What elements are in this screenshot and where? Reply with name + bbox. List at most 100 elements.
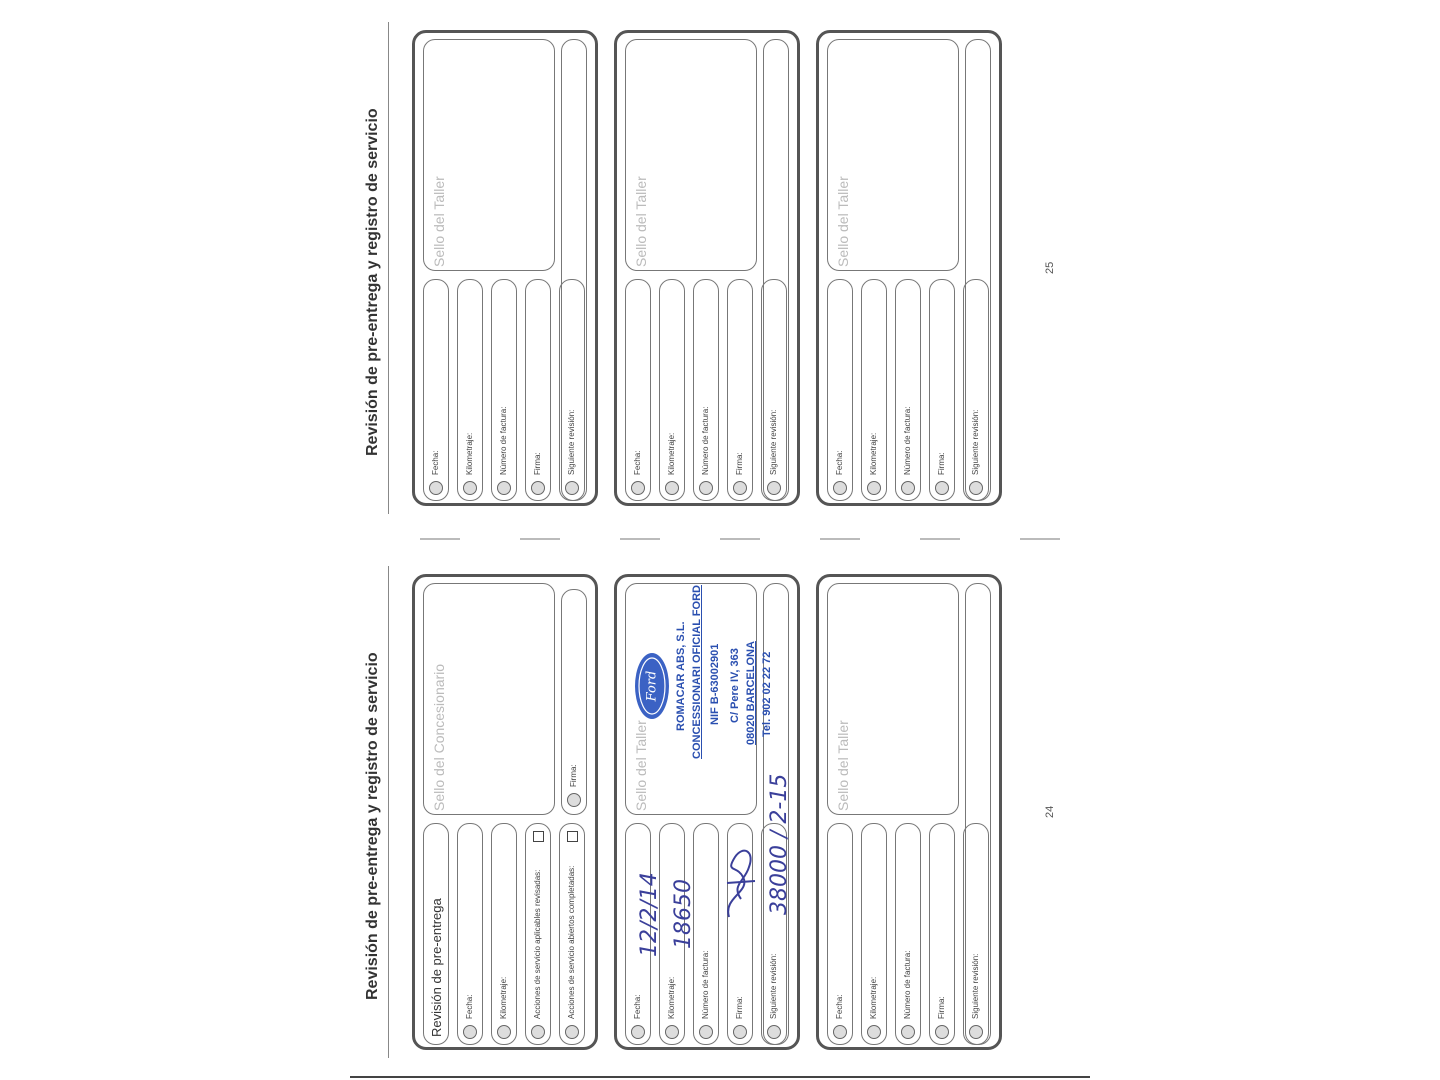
field-acciones-completadas[interactable]: [559, 823, 585, 1045]
svg-text:Ford: Ford: [645, 671, 660, 703]
service-record-card-empty: Sello del Taller Fecha: Kilometraje: Núm…: [816, 574, 1002, 1050]
field-kilometraje[interactable]: [491, 823, 517, 1045]
bullet-icon: [901, 481, 915, 495]
label-firma: Firma:: [735, 452, 744, 475]
stamp-label: Sello del Taller: [835, 720, 851, 811]
stamp-label: Sello del Taller: [431, 176, 447, 267]
bullet-icon: [565, 481, 579, 495]
dealer-stamp-area[interactable]: [423, 583, 555, 815]
label-siguiente: Siguiente revisión:: [971, 953, 980, 1019]
field-factura[interactable]: [693, 823, 719, 1045]
field-fecha[interactable]: [827, 823, 853, 1045]
field-factura[interactable]: [895, 823, 921, 1045]
label-fecha: Fecha:: [465, 994, 474, 1019]
signature-field[interactable]: [561, 589, 587, 815]
page-bottom-edge: [350, 1076, 1090, 1078]
bullet-icon: [733, 481, 747, 495]
field-fecha[interactable]: [625, 279, 651, 501]
label-siguiente: Siguiente revisión:: [971, 409, 980, 475]
page-gutter: [420, 538, 1080, 540]
workshop-stamp-area[interactable]: [625, 583, 757, 815]
dealer-stamp-line: 08020 BARCELONA: [745, 641, 757, 745]
workshop-stamp-area[interactable]: [625, 39, 757, 271]
field-firma[interactable]: [727, 279, 753, 501]
field-siguiente[interactable]: [963, 279, 989, 501]
stamp-label: Sello del Concesionario: [431, 663, 447, 811]
field-firma[interactable]: [525, 279, 551, 501]
stamp-label: Sello del Taller: [835, 176, 851, 267]
bullet-icon: [733, 1025, 747, 1039]
label-kilometraje: Kilometraje:: [667, 432, 676, 475]
label-fecha: Fecha:: [633, 994, 642, 1019]
label-siguiente: Siguiente revisión:: [769, 953, 778, 1019]
workshop-stamp-area[interactable]: [827, 583, 959, 815]
dealer-stamp-line: Tel. 902 02 22 72: [761, 651, 773, 737]
field-siguiente[interactable]: [559, 279, 585, 501]
bullet-icon: [497, 1025, 511, 1039]
service-record-card-filled: Sello del Taller Fecha: Kilometraje: Núm…: [614, 574, 800, 1050]
field-firma[interactable]: [929, 823, 955, 1045]
field-siguiente[interactable]: [963, 823, 989, 1045]
bullet-icon: [833, 1025, 847, 1039]
bullet-icon: [631, 481, 645, 495]
field-fecha[interactable]: [457, 823, 483, 1045]
label-firma: Firma:: [937, 996, 946, 1019]
bullet-icon: [867, 481, 881, 495]
ford-logo-icon: Ford: [635, 653, 669, 719]
handwritten-next-revision: 38000 / 2-15: [767, 773, 792, 915]
field-kilometraje[interactable]: [659, 823, 685, 1045]
label-fecha: Fecha:: [431, 450, 440, 475]
field-factura[interactable]: [693, 279, 719, 501]
label-factura: Número de factura:: [903, 950, 912, 1019]
field-fecha[interactable]: [625, 823, 651, 1045]
field-firma[interactable]: [929, 279, 955, 501]
dealer-stamp-line: ROMACAR ABS, S.L.: [675, 621, 687, 731]
bullet-icon: [565, 1025, 579, 1039]
label-fecha: Fecha:: [835, 450, 844, 475]
page-rule-left: [388, 566, 389, 1058]
stamp-label: Sello del Taller: [633, 720, 649, 811]
field-firma[interactable]: [727, 823, 753, 1045]
bullet-icon: [969, 1025, 983, 1039]
handwritten-date: 12/2/14: [637, 872, 662, 957]
field-kilometraje[interactable]: [861, 823, 887, 1045]
predelivery-title: Revisión de pre-entrega: [429, 898, 444, 1037]
label-kilometraje: Kilometraje:: [667, 976, 676, 1019]
field-siguiente[interactable]: [761, 279, 787, 501]
field-factura[interactable]: [895, 279, 921, 501]
field-fecha[interactable]: [827, 279, 853, 501]
workshop-stamp-area[interactable]: [827, 39, 959, 271]
field-factura[interactable]: [491, 279, 517, 501]
checkbox-acciones-revisadas[interactable]: [533, 831, 544, 842]
bullet-icon: [429, 481, 443, 495]
label-acciones-revisadas: Acciones de servicio aplicables revisada…: [533, 869, 542, 1019]
workshop-stamp-area[interactable]: [423, 39, 555, 271]
label-firma: Firma:: [569, 764, 578, 787]
checkbox-acciones-completadas[interactable]: [567, 831, 578, 842]
bullet-icon: [497, 481, 511, 495]
bullet-icon: [531, 481, 545, 495]
label-firma: Firma:: [533, 452, 542, 475]
bullet-icon: [567, 793, 581, 807]
field-acciones-revisadas[interactable]: [525, 823, 551, 1045]
field-siguiente[interactable]: [761, 823, 787, 1045]
field-kilometraje[interactable]: [457, 279, 483, 501]
label-firma: Firma:: [735, 996, 744, 1019]
bullet-icon: [969, 481, 983, 495]
bullet-icon: [699, 481, 713, 495]
bullet-icon: [867, 1025, 881, 1039]
field-fecha[interactable]: [423, 279, 449, 501]
stamp-label: Sello del Taller: [633, 176, 649, 267]
bullet-icon: [767, 481, 781, 495]
field-kilometraje[interactable]: [659, 279, 685, 501]
bullet-icon: [463, 1025, 477, 1039]
handwritten-signature: [726, 849, 756, 918]
dealer-stamp-line: CONCESSIONARI OFICIAL FORD: [691, 585, 703, 759]
dealer-stamp-line: C/ Pere IV, 363: [729, 648, 741, 723]
service-record-card-2: Sello del Taller Fecha: Kilometraje: Núm…: [614, 30, 800, 506]
label-factura: Número de factura:: [701, 950, 710, 1019]
field-kilometraje[interactable]: [861, 279, 887, 501]
page-heading-left: Revisión de pre-entrega y registro de se…: [364, 652, 381, 1000]
label-factura: Número de factura:: [903, 406, 912, 475]
bullet-icon: [631, 1025, 645, 1039]
